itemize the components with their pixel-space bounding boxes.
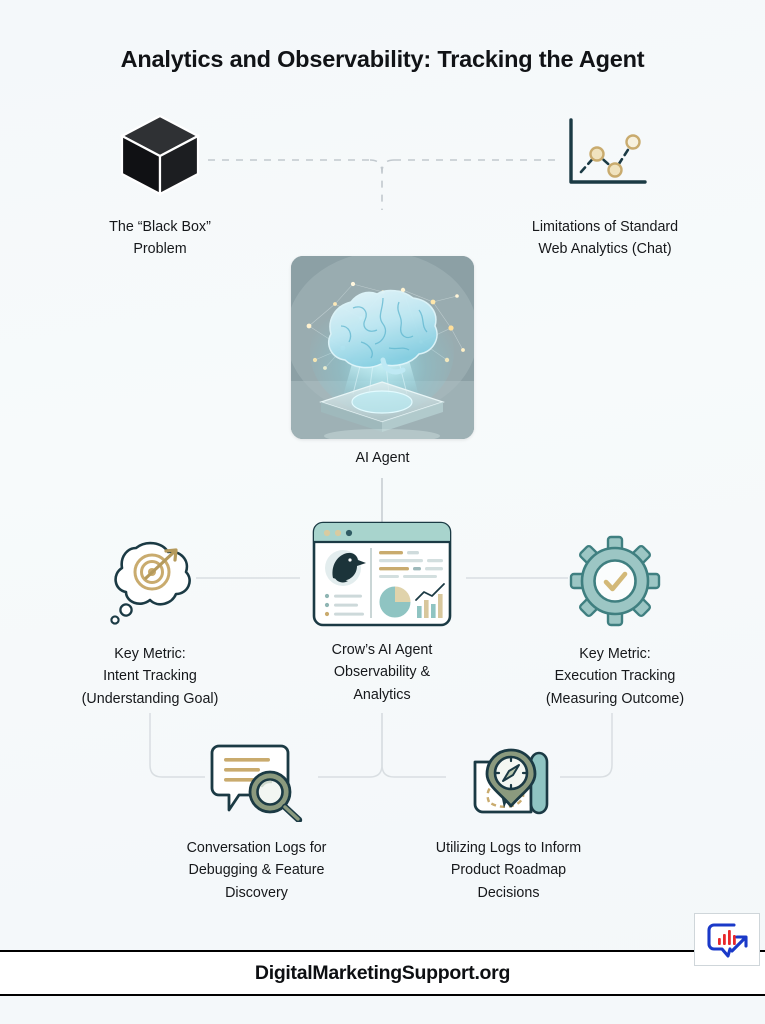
footer-bar: DigitalMarketingSupport.org bbox=[0, 952, 765, 994]
dashed-center-elbow-right bbox=[381, 159, 395, 173]
footer-spacer bbox=[0, 996, 765, 1024]
thought-bubble-target-icon bbox=[30, 533, 270, 629]
map-compass-icon bbox=[392, 733, 625, 825]
chat-magnifier-icon bbox=[140, 733, 373, 825]
node-observability-hub[interactable]: Crow’s AI Agent Observability & Analytic… bbox=[277, 518, 487, 706]
brand-logo-badge[interactable] bbox=[694, 913, 760, 966]
holographic-brain-image bbox=[291, 256, 474, 439]
crow-dashboard-icon bbox=[277, 518, 487, 629]
node-observability-hub-label: Crow’s AI Agent Observability & Analytic… bbox=[331, 642, 433, 703]
node-product-roadmap[interactable]: Utilizing Logs to Inform Product Roadmap… bbox=[392, 733, 625, 904]
footer-site-name[interactable]: DigitalMarketingSupport.org bbox=[254, 961, 511, 984]
node-black-box[interactable]: The “Black Box” Problem bbox=[40, 112, 280, 261]
footer-divider-bottom bbox=[0, 994, 765, 996]
dashed-center-elbow-left bbox=[369, 159, 383, 210]
line-chart-icon bbox=[480, 112, 730, 198]
node-conversation-logs[interactable]: Conversation Logs for Debugging & Featur… bbox=[140, 733, 373, 904]
gear-checkmark-icon bbox=[495, 533, 735, 629]
node-product-roadmap-label: Utilizing Logs to Inform Product Roadmap… bbox=[435, 840, 582, 901]
footer-divider-top bbox=[0, 950, 765, 952]
node-conversation-logs-label: Conversation Logs for Debugging & Featur… bbox=[186, 840, 327, 901]
node-black-box-label: The “Black Box” Problem bbox=[109, 219, 211, 258]
node-execution-tracking[interactable]: Key Metric: Execution Tracking (Measurin… bbox=[495, 533, 735, 710]
node-web-analytics[interactable]: Limitations of Standard Web Analytics (C… bbox=[480, 112, 730, 261]
node-web-analytics-label: Limitations of Standard Web Analytics (C… bbox=[531, 219, 679, 258]
node-execution-tracking-label: Key Metric: Execution Tracking (Measurin… bbox=[545, 646, 685, 707]
node-intent-tracking[interactable]: Key Metric: Intent Tracking (Understandi… bbox=[30, 533, 270, 710]
page-title: Analytics and Observability: Tracking th… bbox=[120, 46, 645, 72]
node-ai-agent-label: AI Agent bbox=[355, 450, 410, 466]
black-box-cube-icon bbox=[40, 112, 280, 198]
node-intent-tracking-label: Key Metric: Intent Tracking (Understandi… bbox=[81, 646, 219, 707]
chat-bars-arrow-logo bbox=[707, 922, 748, 958]
